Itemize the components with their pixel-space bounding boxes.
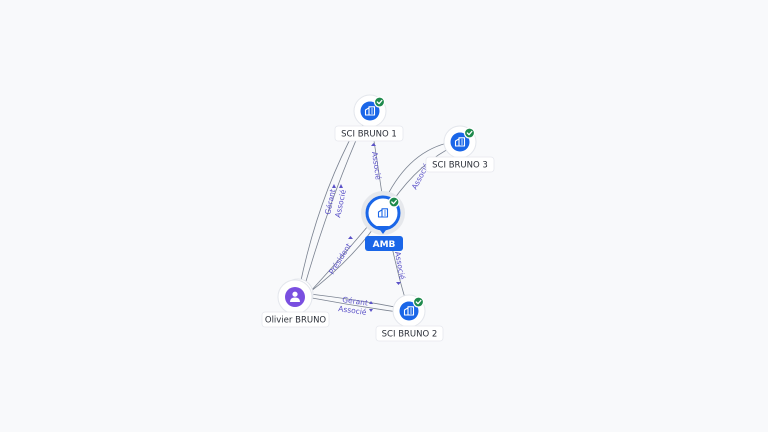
verified-check-icon [463, 127, 476, 139]
node-label-amb: AMB [373, 240, 396, 250]
edge-label-person-sci2-gerant: Gérant [342, 295, 369, 308]
graph-edges [299, 121, 457, 313]
node-label-sci-bruno-3: SCI BRUNO 3 [432, 161, 488, 171]
verified-check-icon [412, 296, 425, 308]
node-amb-center[interactable]: AMB [361, 191, 405, 251]
node-label-olivier-bruno: Olivier BRUNO [265, 316, 327, 326]
edge-arrows [332, 143, 401, 312]
verified-check-icon [373, 96, 386, 108]
person-icon [290, 291, 300, 302]
edge-person-sci2 [311, 297, 399, 313]
verified-check-icon [388, 196, 400, 208]
node-label-sci-bruno-1: SCI BRUNO 1 [341, 130, 397, 140]
edge-label-person-sci2-associe: Associé [338, 304, 368, 317]
node-olivier-bruno[interactable]: Olivier BRUNO [261, 278, 330, 328]
edge-person-sci1 [299, 127, 357, 286]
edge-label-amb-sci1: Associé [370, 151, 383, 181]
edge-person-sci2-b [309, 293, 401, 309]
edge-label-amb-sci2: Associé [393, 251, 407, 281]
node-sci-bruno-3[interactable]: SCI BRUNO 3 [425, 125, 495, 173]
node-sci-bruno-1[interactable]: SCI BRUNO 1 [334, 94, 404, 142]
edge-label-person-amb: Président [327, 242, 353, 276]
node-label-sci-bruno-2: SCI BRUNO 2 [382, 330, 438, 340]
node-sci-bruno-2[interactable]: SCI BRUNO 2 [375, 294, 444, 342]
